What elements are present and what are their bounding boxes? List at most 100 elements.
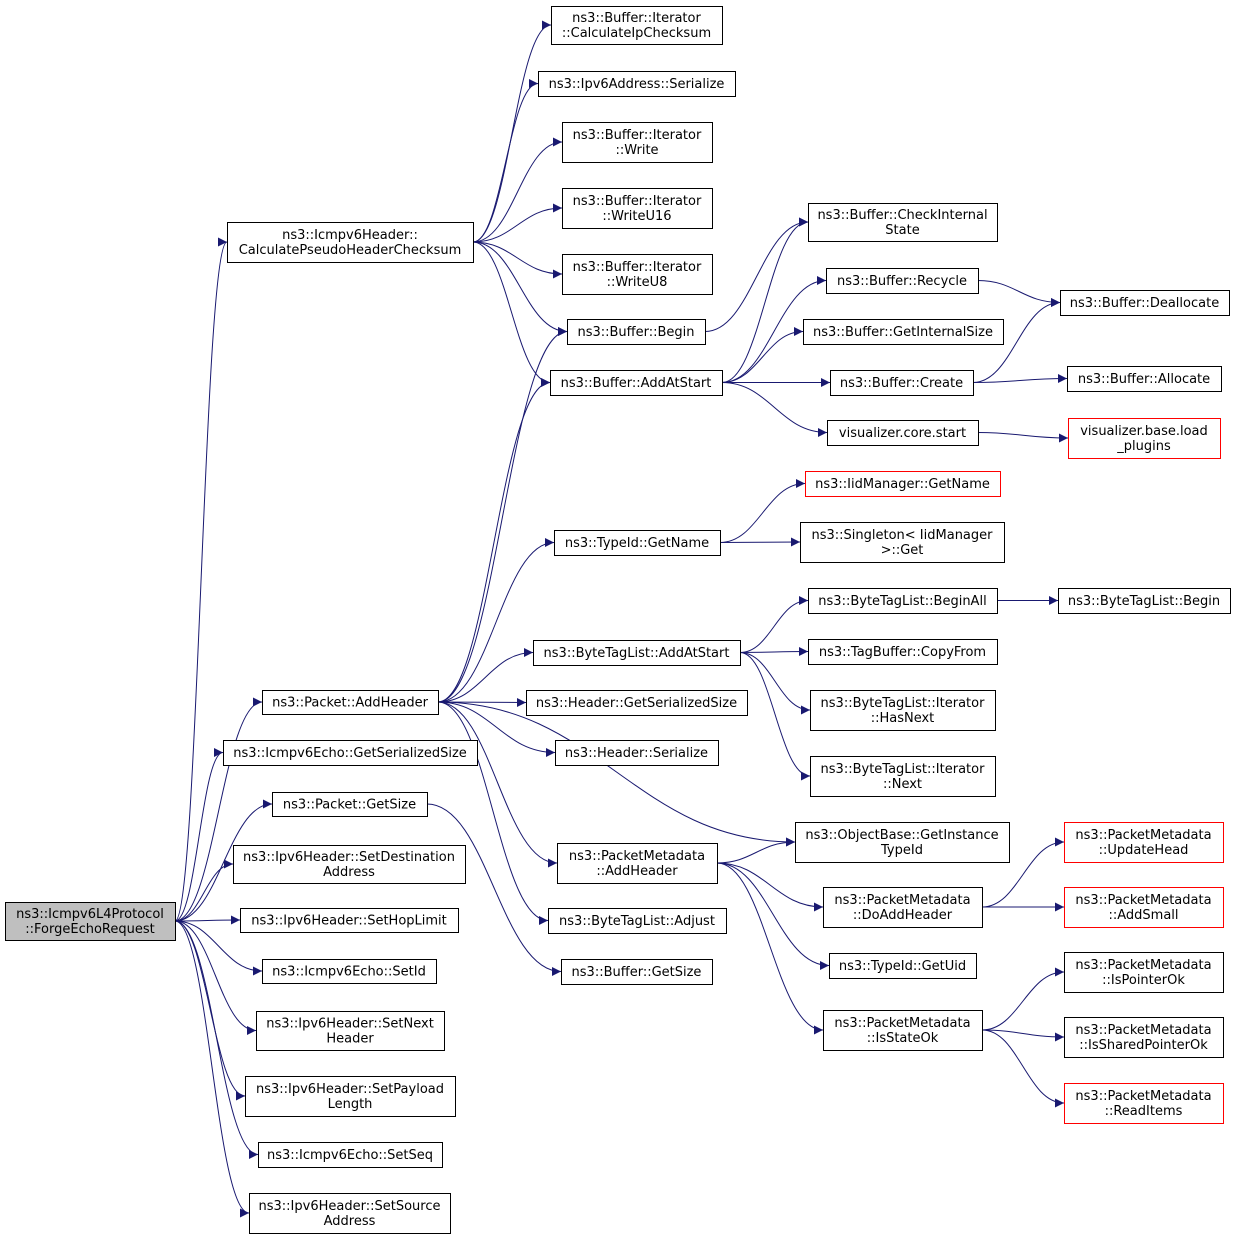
function-nodes: ns3::Icmpv6L4Protocol::ForgeEchoRequestn… [5,6,1231,1234]
function-node-calcIpChecksum[interactable]: ns3::Buffer::Iterator::CalculateIpChecks… [551,6,723,45]
function-node-iterWriteU8[interactable]: ns3::Buffer::Iterator::WriteU8 [562,254,713,295]
function-node-btlIterNext[interactable]: ns3::ByteTagList::Iterator::Next [810,756,996,797]
node-label-line: ns3::Buffer::CheckInternal [817,208,987,223]
function-node-headerSerialize[interactable]: ns3::Header::Serialize [555,740,719,766]
function-node-typeIdGetUid[interactable]: ns3::TypeId::GetUid [829,953,977,979]
call-edge-bufferAddAtStart-to-getInternalSize [721,327,804,383]
node-box [1064,822,1224,863]
node-box [805,471,1001,497]
node-box [227,222,474,263]
node-label-line: ns3::Icmpv6Echo::SetId [272,965,426,980]
function-node-bufferDeallocate[interactable]: ns3::Buffer::Deallocate [1060,290,1230,316]
function-node-bufferCreate[interactable]: ns3::Buffer::Create [830,370,974,396]
node-label-line: Length [328,1097,373,1112]
call-edge-packetAddHeader-to-byteTagListAddAtStart [437,648,534,703]
call-edge-packetAddHeader-to-bufferBegin [437,327,568,703]
function-node-iterWriteU16[interactable]: ns3::Buffer::Iterator::WriteU16 [562,188,713,229]
function-node-btlBegin[interactable]: ns3::ByteTagList::Begin [1058,588,1231,614]
call-edge-typeIdGetName-to-iidGetName [719,479,806,543]
node-box [5,902,176,941]
function-node-headerGetSerSize[interactable]: ns3::Header::GetSerializedSize [526,690,748,716]
function-node-bufferAddAtStart[interactable]: ns3::Buffer::AddAtStart [550,370,723,396]
node-box [262,690,439,715]
function-node-pmIsSharedPointerOk[interactable]: ns3::PacketMetadata::IsSharedPointerOk [1064,1017,1224,1058]
function-node-vizLoadPlugins[interactable]: visualizer.base.load_plugins [1068,418,1221,459]
function-node-calcPseudo[interactable]: ns3::Icmpv6Header::CalculatePseudoHeader… [227,222,474,263]
call-edge-packetAddHeader-to-bufferAddAtStart [437,378,551,703]
node-label-line: ::AddSmall [1108,908,1178,923]
function-node-packetAddHeader[interactable]: ns3::Packet::AddHeader [262,690,439,715]
function-node-pmDoAddHeader[interactable]: ns3::PacketMetadata::DoAddHeader [823,887,983,928]
function-node-singletonGet[interactable]: ns3::Singleton< IidManager>::Get [800,522,1005,563]
node-box [562,122,713,163]
function-node-bufferAllocate[interactable]: ns3::Buffer::Allocate [1067,366,1222,392]
node-label-line: ns3::Buffer::Begin [577,325,694,340]
function-node-bufferRecycle[interactable]: ns3::Buffer::Recycle [826,268,979,294]
node-box [1058,588,1231,614]
function-node-root[interactable]: ns3::Icmpv6L4Protocol::ForgeEchoRequest [5,902,176,941]
call-edge-byteTagListAddAtStart-to-tagBufferCopyFrom [739,647,809,657]
node-label-line: ns3::Buffer::Recycle [837,274,967,289]
function-node-byteTagListAddAtStart[interactable]: ns3::ByteTagList::AddAtStart [533,640,741,666]
node-label-line: ns3::Packet::AddHeader [272,696,428,711]
function-node-pmIsStateOk[interactable]: ns3::PacketMetadata::IsStateOk [823,1010,983,1051]
node-label-line: ns3::ByteTagList::Adjust [559,914,715,929]
node-label-line: ::Next [883,777,922,792]
node-box [233,845,466,884]
node-box [1068,418,1221,459]
function-node-pmReadItems[interactable]: ns3::PacketMetadata::ReadItems [1064,1083,1224,1124]
function-node-byteTagListAdjust[interactable]: ns3::ByteTagList::Adjust [548,908,727,934]
call-edge-pmIsStateOk-to-pmIsPointerOk [981,967,1065,1031]
function-node-setSeq[interactable]: ns3::Icmpv6Echo::SetSeq [258,1142,443,1168]
node-label-line: ::IsPointerOk [1102,973,1185,988]
node-label-line: ns3::ByteTagList::AddAtStart [544,646,730,661]
node-label-line: Address [324,1214,376,1229]
call-edge-bufferCreate-to-bufferAllocate [972,374,1068,384]
node-label-line: ns3::Icmpv6L4Protocol [16,907,164,922]
node-box [554,530,721,556]
function-node-bufferBegin[interactable]: ns3::Buffer::Begin [567,319,706,345]
call-edge-root-to-setDestination [174,859,234,922]
call-edge-pmDoAddHeader-to-pmUpdateHead [981,837,1065,908]
function-node-btlIterHasNext[interactable]: ns3::ByteTagList::Iterator::HasNext [810,690,996,731]
function-node-btlBeginAll[interactable]: ns3::ByteTagList::BeginAll [808,588,998,614]
node-box [262,959,437,984]
node-box [810,756,996,797]
function-node-pmAddHeader[interactable]: ns3::PacketMetadata::AddHeader [557,843,718,884]
node-box [223,740,478,766]
function-node-pmIsPointerOk[interactable]: ns3::PacketMetadata::IsPointerOk [1064,952,1224,993]
function-node-bufferGetSize[interactable]: ns3::Buffer::GetSize [561,959,713,985]
function-node-typeIdGetName[interactable]: ns3::TypeId::GetName [554,530,721,556]
node-label-line: ns3::Ipv6Header::SetNext [266,1017,434,1032]
function-node-packetGetSize[interactable]: ns3::Packet::GetSize [272,792,428,817]
function-node-setId[interactable]: ns3::Icmpv6Echo::SetId [262,959,437,984]
function-node-setHopLimit[interactable]: ns3::Ipv6Header::SetHopLimit [240,908,459,933]
call-edge-bufferAddAtStart-to-vizCoreStart [721,382,828,437]
function-node-getInternalSize[interactable]: ns3::Buffer::GetInternalSize [803,319,1004,345]
function-node-pmUpdateHead[interactable]: ns3::PacketMetadata::UpdateHead [1064,822,1224,863]
node-label-line: ns3::Buffer::Iterator [573,260,702,275]
node-box [810,690,996,731]
function-node-tagBufferCopyFrom[interactable]: ns3::TagBuffer::CopyFrom [808,639,998,665]
node-box [1067,366,1222,392]
node-label-line: ns3::Buffer::AddAtStart [561,376,712,391]
function-node-iidGetName[interactable]: ns3::IidManager::GetName [805,471,1001,497]
node-box [567,319,706,345]
function-node-pmAddSmall[interactable]: ns3::PacketMetadata::AddSmall [1064,887,1224,928]
node-label-line: ns3::Buffer::GetInternalSize [813,325,993,340]
node-box [533,640,741,666]
node-box [240,908,459,933]
function-node-vizCoreStart[interactable]: visualizer.core.start [827,420,979,446]
function-node-ipv6AddrSerialize[interactable]: ns3::Ipv6Address::Serialize [538,71,736,97]
function-node-echoGetSerSize[interactable]: ns3::Icmpv6Echo::GetSerializedSize [223,740,478,766]
node-label-line: visualizer.base.load [1080,424,1208,439]
node-box [562,188,713,229]
function-node-iterWrite[interactable]: ns3::Buffer::Iterator::Write [562,122,713,163]
